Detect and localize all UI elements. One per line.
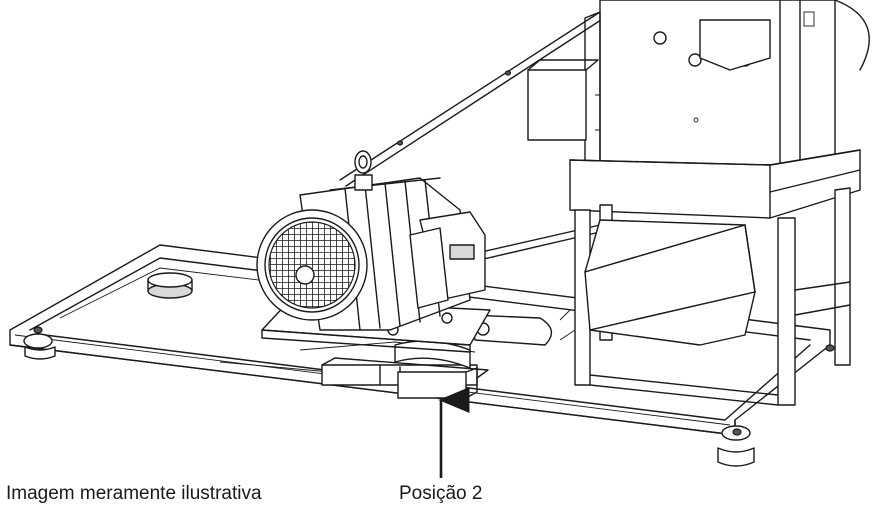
slide-rail: [299, 309, 576, 399]
position-label: Posição 2: [399, 483, 483, 504]
electric-motor: [256, 150, 486, 331]
illustrative-disclaimer: Imagem meramente ilustrativa: [6, 483, 262, 504]
mill-housing: [527, 0, 870, 171]
discharge-chute: [584, 219, 756, 346]
mill-stand: [569, 149, 861, 406]
